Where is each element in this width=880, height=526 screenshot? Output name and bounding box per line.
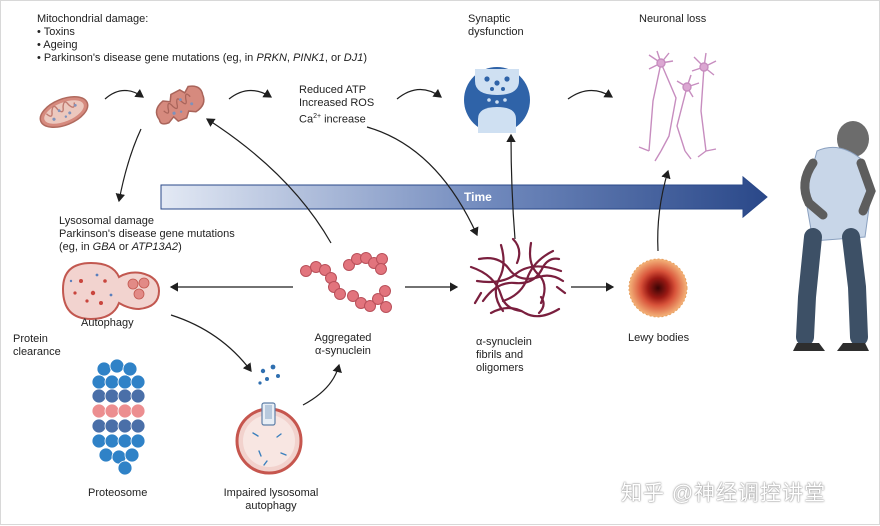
arrow-impaired-to-aggregate — [302, 363, 342, 406]
walking-patient-icon — [793, 121, 876, 351]
damaged-mitochondrion-icon — [155, 85, 205, 125]
aggregated-synuclein-label: Aggregated α-synuclein — [314, 332, 372, 357]
mito-damage-label: Mitochondrial damage: • Toxins • Ageing … — [37, 13, 367, 65]
lysosomal-damage-label: Lysosomal damage Parkinson's disease gen… — [59, 215, 235, 253]
synapse-icon — [464, 67, 530, 133]
neurons-icon — [638, 50, 717, 162]
fibril-network-icon — [469, 237, 567, 318]
protein-clearance-label: Protein clearance — [13, 333, 61, 358]
arrow-aggregate-to-mito — [205, 118, 332, 244]
pathway-arrows — [104, 88, 671, 406]
mito-item-mutations: • Parkinson's disease gene mutations (eg… — [37, 52, 368, 64]
fibrils-label: α-synuclein fibrils and oligomers — [476, 336, 532, 374]
impaired-autophagy-label: Impaired lysosomal autophagy — [223, 487, 319, 512]
arrow-fibrils-to-synapse — [506, 133, 516, 240]
lysosome-icon — [61, 261, 161, 321]
lewy-bodies-label: Lewy bodies — [628, 332, 690, 344]
neuronal-loss-label: Neuronal loss — [639, 13, 707, 25]
impaired-lysosome-icon — [235, 364, 303, 475]
arrow-synapse-to-neurons — [567, 89, 614, 100]
arrow-damaged-to-atp — [228, 89, 273, 100]
proteosome-label: Proteosome — [88, 487, 148, 499]
arrow-atp-to-synapse — [396, 88, 442, 100]
proteasome-icon — [91, 358, 146, 476]
lewy-body-icon — [628, 258, 688, 318]
arrow-lewy-to-neurons — [657, 169, 671, 252]
aggregate-icon — [300, 252, 392, 313]
arrow-atp-to-fibrils — [366, 126, 479, 237]
arrow-mito-to-damaged — [104, 88, 144, 100]
mitochondrion-icon — [39, 95, 89, 129]
synaptic-dysfunction-label: Synaptic dysfunction — [468, 13, 524, 38]
mito-item-toxins: • Toxins — [37, 26, 75, 38]
time-arrow — [160, 175, 768, 219]
autophagy-label: Autophagy — [81, 317, 134, 329]
atp-ros-label: Reduced ATP Increased ROS Ca2+ increase — [299, 84, 375, 126]
mito-damage-title: Mitochondrial damage: — [37, 13, 149, 25]
arrow-mito-to-lyso — [115, 128, 142, 203]
time-label: Time — [464, 190, 492, 204]
mito-item-ageing: • Ageing — [37, 39, 78, 51]
arrow-autophagy-to-impaired — [170, 314, 252, 372]
watermark: 知乎 @神经调控讲堂 — [621, 482, 827, 505]
